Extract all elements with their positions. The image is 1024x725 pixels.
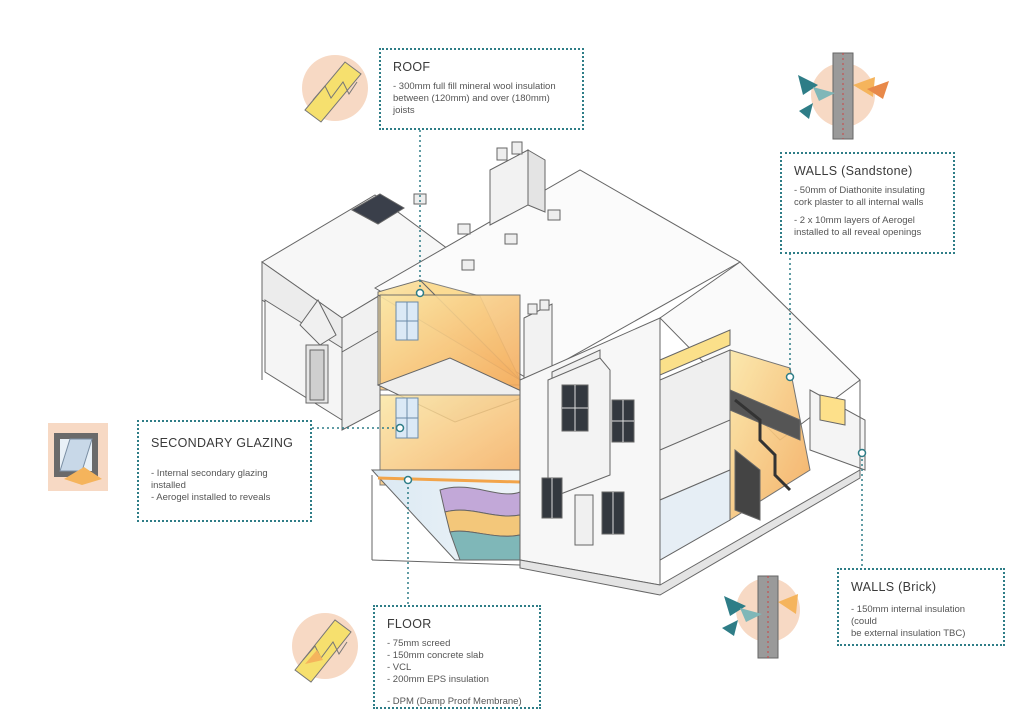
- roof-title: ROOF: [393, 60, 431, 74]
- walls-sandstone-line-3: - 2 x 10mm layers of Aerogel: [794, 215, 915, 226]
- walls-sandstone-callout: WALLS (Sandstone) - 50mm of Diathonite i…: [780, 152, 955, 254]
- walls-brick-line-2: be external insulation TBC): [851, 628, 966, 639]
- walls-sandstone-line-4: installed to all reveal openings: [794, 227, 922, 238]
- walls-sandstone-title: WALLS (Sandstone): [794, 164, 913, 178]
- walls-brick-callout: WALLS (Brick) - 150mm internal insulatio…: [837, 568, 1005, 646]
- walls-sandstone-line-1: - 50mm of Diathonite insulating: [794, 185, 925, 196]
- secondary-glazing-line-1: - Internal secondary glazing installed: [151, 468, 268, 491]
- roof-line-2: between (120mm) and over (180mm): [393, 93, 550, 104]
- roof-line-1: - 300mm full fill mineral wool insulatio…: [393, 81, 556, 92]
- floor-line-2: - 150mm concrete slab: [387, 650, 484, 661]
- floor-line-5: - DPM (Damp Proof Membrane): [387, 696, 522, 707]
- secondary-glazing-icon: [48, 423, 108, 491]
- walls-brick-line-1: - 150mm internal insulation (could: [851, 604, 966, 627]
- floor-callout: FLOOR - 75mm screed - 150mm concrete sla…: [373, 605, 541, 709]
- secondary-glazing-title: SECONDARY GLAZING: [151, 436, 294, 450]
- walls-sandstone-line-2: cork plaster to all internal walls: [794, 197, 924, 208]
- sandstone-wall-icon: [798, 52, 889, 140]
- brick-wall-icon: [722, 575, 800, 659]
- leader-lines: [312, 130, 863, 607]
- floor-title: FLOOR: [387, 617, 432, 631]
- secondary-glazing-callout: SECONDARY GLAZING - Internal secondary g…: [137, 420, 312, 522]
- floor-line-4: - 200mm EPS insulation: [387, 674, 489, 685]
- secondary-glazing-line-2: - Aerogel installed to reveals: [151, 492, 271, 503]
- floor-line-1: - 75mm screed: [387, 638, 451, 649]
- roof-callout: ROOF - 300mm full fill mineral wool insu…: [379, 48, 584, 130]
- floor-line-3: - VCL: [387, 662, 412, 673]
- main-house: [370, 141, 866, 596]
- leader-markers: [395, 288, 867, 485]
- floor-insulation-icon: [292, 613, 358, 683]
- walls-brick-title: WALLS (Brick): [851, 580, 937, 594]
- roof-insulation-icon: [302, 55, 368, 123]
- roof-line-3: joists: [393, 105, 415, 116]
